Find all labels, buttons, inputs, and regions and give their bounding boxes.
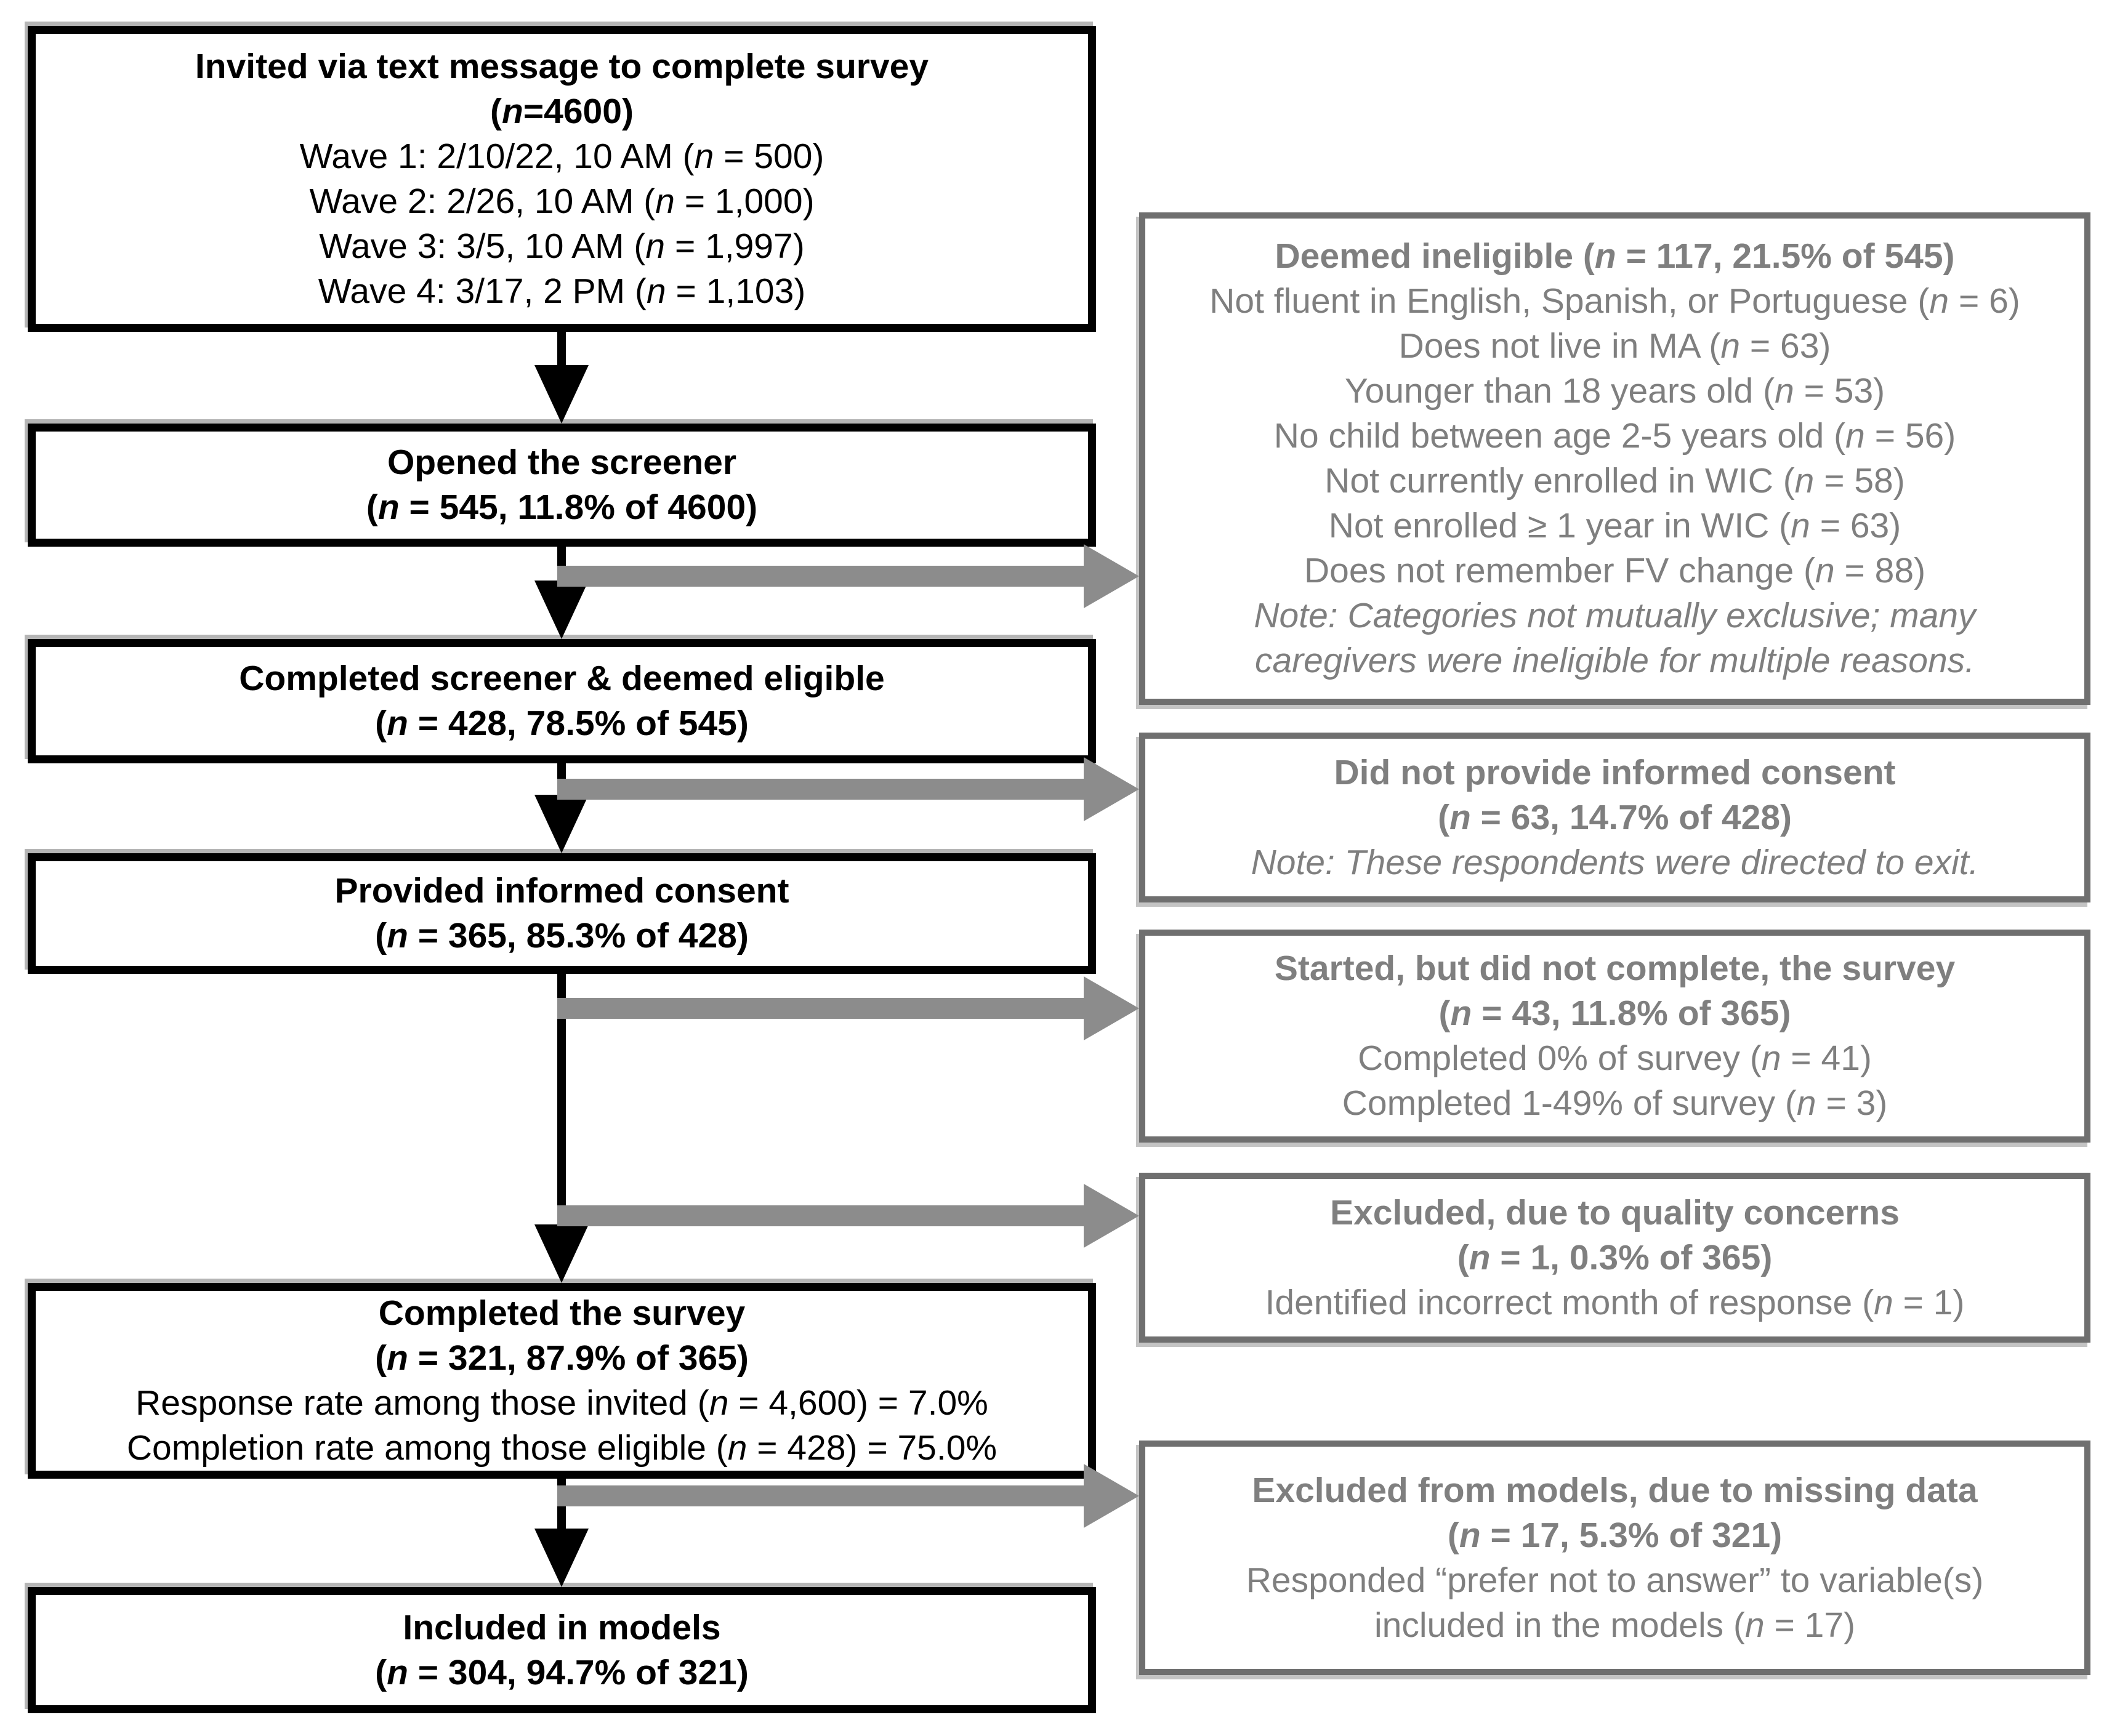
reason-line: Identified incorrect month of response (… bbox=[1265, 1282, 1965, 1322]
reason-line: Completed 0% of survey (n = 41) bbox=[1358, 1039, 1872, 1078]
arrowhead-down-icon bbox=[534, 365, 589, 424]
flow-box-invited: Invited via text message to complete sur… bbox=[28, 26, 1096, 332]
arrowhead-right-icon bbox=[1084, 1184, 1139, 1248]
reason-line: Responded “prefer not to answer” to vari… bbox=[1246, 1560, 1984, 1600]
box-heading: Did not provide informed consent bbox=[1334, 752, 1896, 792]
flow-box-completed-survey: Completed the survey (n = 321, 87.9% of … bbox=[28, 1283, 1096, 1479]
flow-box-included-models: Included in models (n = 304, 94.7% of 32… bbox=[28, 1587, 1096, 1713]
completion-rate-line: Completion rate among those eligible (n … bbox=[126, 1428, 998, 1468]
exclusion-box-no-consent: Did not provide informed consent (n = 63… bbox=[1139, 733, 2090, 902]
flow-box-consent: Provided informed consent (n = 365, 85.3… bbox=[28, 853, 1096, 974]
arrow-shaft bbox=[557, 1205, 1084, 1226]
box-heading: Included in models bbox=[403, 1607, 721, 1647]
box-heading: Completed the survey bbox=[378, 1293, 746, 1333]
arrowhead-down-icon bbox=[534, 581, 589, 639]
exclusion-box-ineligible: Deemed ineligible (n = 117, 21.5% of 545… bbox=[1139, 212, 2090, 705]
reason-line: No child between age 2-5 years old (n = … bbox=[1273, 416, 1956, 456]
reason-line: Not fluent in English, Spanish, or Portu… bbox=[1209, 281, 2020, 321]
reason-line: Does not remember FV change (n = 88) bbox=[1304, 551, 1926, 590]
box-subheading: (n = 63, 14.7% of 428) bbox=[1437, 797, 1792, 837]
exclusion-box-incomplete: Started, but did not complete, the surve… bbox=[1139, 930, 2090, 1143]
arrow-shaft bbox=[557, 998, 1084, 1019]
box-heading: Provided informed consent bbox=[334, 871, 789, 910]
box-heading: Invited via text message to complete sur… bbox=[195, 46, 929, 86]
box-heading: Deemed ineligible (n = 117, 21.5% of 545… bbox=[1275, 236, 1955, 276]
flow-box-opened-screener: Opened the screener (n = 545, 11.8% of 4… bbox=[28, 424, 1096, 547]
box-subheading: (n = 304, 94.7% of 321) bbox=[375, 1652, 749, 1692]
reason-line: Completed 1-49% of survey (n = 3) bbox=[1342, 1083, 1888, 1123]
arrow-shaft bbox=[557, 1485, 1084, 1506]
box-heading: Opened the screener bbox=[387, 443, 737, 482]
reason-line: Younger than 18 years old (n = 53) bbox=[1344, 371, 1885, 411]
reason-line: included in the models (n = 17) bbox=[1374, 1605, 1856, 1645]
box-subheading: (n = 428, 78.5% of 545) bbox=[375, 704, 749, 743]
box-heading: Excluded, due to quality concerns bbox=[1330, 1192, 1900, 1232]
box-subheading: (n=4600) bbox=[490, 91, 634, 131]
arrow-shaft bbox=[557, 779, 1084, 800]
arrowhead-right-icon bbox=[1084, 976, 1139, 1040]
response-rate-line: Response rate among those invited (n = 4… bbox=[135, 1383, 988, 1423]
wave-2-line: Wave 2: 2/26, 10 AM (n = 1,000) bbox=[309, 181, 815, 221]
reason-line: Not enrolled ≥ 1 year in WIC (n = 63) bbox=[1328, 506, 1901, 545]
wave-3-line: Wave 3: 3/5, 10 AM (n = 1,997) bbox=[319, 226, 805, 266]
arrow-shaft bbox=[557, 332, 566, 369]
reason-line: Does not live in MA (n = 63) bbox=[1398, 326, 1831, 366]
box-subheading: (n = 1, 0.3% of 365) bbox=[1457, 1237, 1773, 1277]
arrowhead-down-icon bbox=[534, 1224, 589, 1283]
arrowhead-right-icon bbox=[1084, 544, 1139, 608]
arrowhead-down-icon bbox=[534, 1529, 589, 1587]
box-subheading: (n = 43, 11.8% of 365) bbox=[1438, 994, 1791, 1033]
box-subheading: (n = 365, 85.3% of 428) bbox=[375, 916, 749, 955]
box-heading: Started, but did not complete, the surve… bbox=[1274, 949, 1956, 988]
note-line: Note: These respondents were directed to… bbox=[1251, 842, 1979, 882]
box-subheading: (n = 17, 5.3% of 321) bbox=[1447, 1515, 1783, 1555]
box-subheading: (n = 545, 11.8% of 4600) bbox=[366, 488, 758, 527]
arrow-shaft bbox=[557, 974, 566, 1228]
box-heading: Excluded from models, due to missing dat… bbox=[1252, 1470, 1978, 1510]
arrow-shaft bbox=[557, 566, 1084, 587]
arrowhead-right-icon bbox=[1084, 1464, 1139, 1528]
wave-4-line: Wave 4: 3/17, 2 PM (n = 1,103) bbox=[318, 271, 806, 311]
arrowhead-right-icon bbox=[1084, 757, 1139, 821]
exclusion-box-quality: Excluded, due to quality concerns (n = 1… bbox=[1139, 1173, 2090, 1343]
wave-1-line: Wave 1: 2/10/22, 10 AM (n = 500) bbox=[299, 136, 824, 176]
box-subheading: (n = 321, 87.9% of 365) bbox=[375, 1338, 749, 1378]
arrowhead-down-icon bbox=[534, 795, 589, 853]
box-heading: Completed screener & deemed eligible bbox=[239, 659, 885, 698]
note-line: Note: Categories not mutually exclusive;… bbox=[1254, 596, 1976, 635]
reason-line: Not currently enrolled in WIC (n = 58) bbox=[1324, 461, 1905, 500]
note-line: caregivers were ineligible for multiple … bbox=[1254, 641, 1975, 680]
exclusion-box-missing-data: Excluded from models, due to missing dat… bbox=[1139, 1441, 2090, 1675]
flow-box-eligible: Completed screener & deemed eligible (n … bbox=[28, 639, 1096, 763]
